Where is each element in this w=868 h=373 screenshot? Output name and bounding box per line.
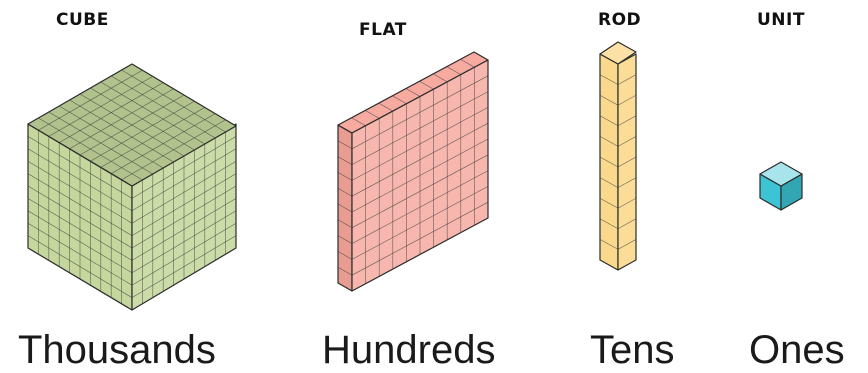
cube-top-face-grid-line bbox=[79, 94, 185, 156]
rod-left-face-grid-line bbox=[599, 239, 619, 250]
hundreds-caption: Hundreds bbox=[322, 328, 496, 372]
flat-side-face-grid-line bbox=[337, 251, 353, 260]
cube-left-face-grid-line bbox=[27, 198, 133, 261]
rod-right-face-grid-line bbox=[617, 197, 637, 209]
flat-side-face-grid-line bbox=[337, 266, 353, 276]
hundreds-flat-block bbox=[337, 51, 489, 292]
ones-unit-block bbox=[759, 161, 803, 211]
cube-right-face-grid-line bbox=[131, 210, 237, 274]
flat-side-face-grid-line bbox=[337, 235, 353, 244]
cube-top-face-grid-line bbox=[90, 100, 195, 162]
rod-left-face-grid-line bbox=[599, 136, 619, 147]
cube-right-face-grid-line bbox=[131, 198, 237, 261]
cube-right-face-grid-line bbox=[131, 222, 237, 286]
rod-left-face-grid-line bbox=[599, 156, 619, 168]
cube-label: CUBE bbox=[56, 10, 109, 30]
cube-right-face-grid-line bbox=[131, 173, 237, 236]
flat-top-face-grid-line bbox=[446, 66, 461, 75]
flat-front-face-grid-line bbox=[351, 138, 489, 213]
flat-front-face-grid-line bbox=[351, 201, 489, 276]
cube-top-face-grid-line bbox=[121, 119, 226, 181]
rod-right-face-grid-line bbox=[617, 239, 637, 250]
thousands-caption: Thousands bbox=[18, 328, 216, 372]
cube-left-face-grid-line bbox=[27, 148, 133, 212]
flat-side-face-grid-line bbox=[337, 156, 353, 165]
flat-front-face-grid-line bbox=[351, 186, 489, 260]
rod-left-face-grid-line bbox=[599, 115, 619, 127]
flat-front-face-grid-line bbox=[351, 122, 489, 197]
cube-top-face-grid-line bbox=[59, 82, 164, 143]
rod-label: ROD bbox=[598, 10, 642, 30]
rod-left-face-grid-line bbox=[599, 177, 619, 188]
flat-side-face-grid-line bbox=[337, 172, 353, 181]
rod-right-face-grid-line bbox=[617, 218, 637, 230]
flat-side-face-grid-line bbox=[337, 140, 353, 150]
flat-side-face-grid-line bbox=[337, 187, 353, 197]
cube-left-face-grid-line bbox=[27, 136, 133, 199]
rod-right-face-grid-line bbox=[617, 177, 637, 188]
tens-caption: Tens bbox=[590, 328, 675, 372]
tens-rod-block bbox=[599, 41, 637, 271]
unit-label: UNIT bbox=[757, 10, 805, 30]
flat-front-face-grid-line bbox=[351, 154, 489, 229]
cube-left-face-grid-line bbox=[27, 185, 133, 249]
flat-top-face-grid-line bbox=[392, 95, 407, 105]
cube-left-face-grid-line bbox=[27, 235, 133, 298]
rod-right-face-grid-line bbox=[617, 94, 637, 106]
flat-top-face-grid-line bbox=[405, 88, 421, 97]
rod-left-face-grid-line bbox=[599, 94, 619, 106]
flat-label: FLAT bbox=[359, 20, 407, 40]
flat-front-face-grid-line bbox=[351, 91, 489, 165]
ones-caption: Ones bbox=[749, 328, 845, 372]
cube-left-face-grid-line bbox=[27, 222, 133, 286]
flat-top-face-grid-line bbox=[433, 73, 448, 83]
rod-left-face-grid-line bbox=[599, 197, 619, 209]
thousands-cube-block bbox=[27, 63, 237, 311]
cube-left-face-grid-line bbox=[27, 210, 133, 274]
unit-top-face bbox=[759, 161, 803, 187]
cube-right-face-grid-line bbox=[131, 148, 237, 212]
cube-top-face-grid-line bbox=[69, 88, 174, 150]
cube-right-face-grid-line bbox=[131, 136, 237, 199]
cube-top-face-grid-line bbox=[48, 76, 153, 137]
flat-top-face-grid-line bbox=[365, 110, 380, 119]
flat-side-face-grid-line bbox=[337, 219, 353, 229]
rod-right-face-grid-line bbox=[617, 136, 637, 147]
flat-front-face-grid-line bbox=[351, 170, 489, 244]
cube-right-face-grid-line bbox=[131, 185, 237, 249]
rod-left-face-grid-line bbox=[599, 218, 619, 230]
cube-top-face-grid-line bbox=[100, 107, 205, 168]
flat-top-face-grid-line bbox=[378, 102, 393, 112]
rod-right-face-grid-line bbox=[617, 156, 637, 168]
flat-front-face-grid-line bbox=[351, 75, 489, 150]
flat-side-face-grid-line bbox=[337, 203, 353, 213]
rod-right-face-grid-line bbox=[617, 74, 637, 85]
flat-top-face-grid-line bbox=[351, 117, 366, 126]
cube-top-face-grid-line bbox=[38, 69, 143, 131]
rod-top-face bbox=[599, 41, 637, 65]
cube-right-face-grid-line bbox=[131, 160, 237, 224]
cube-left-face-grid-line bbox=[27, 160, 133, 224]
flat-front-face-grid-line bbox=[351, 107, 489, 181]
cube-top-face-grid-line bbox=[111, 113, 216, 174]
cube-left-face-grid-line bbox=[27, 173, 133, 236]
rod-left-face-grid-line bbox=[599, 74, 619, 85]
cube-right-face-grid-line bbox=[131, 235, 237, 298]
flat-top-face-grid-line bbox=[419, 80, 434, 90]
flat-top-face-grid-line bbox=[460, 59, 475, 68]
rod-right-face-grid-line bbox=[617, 115, 637, 127]
